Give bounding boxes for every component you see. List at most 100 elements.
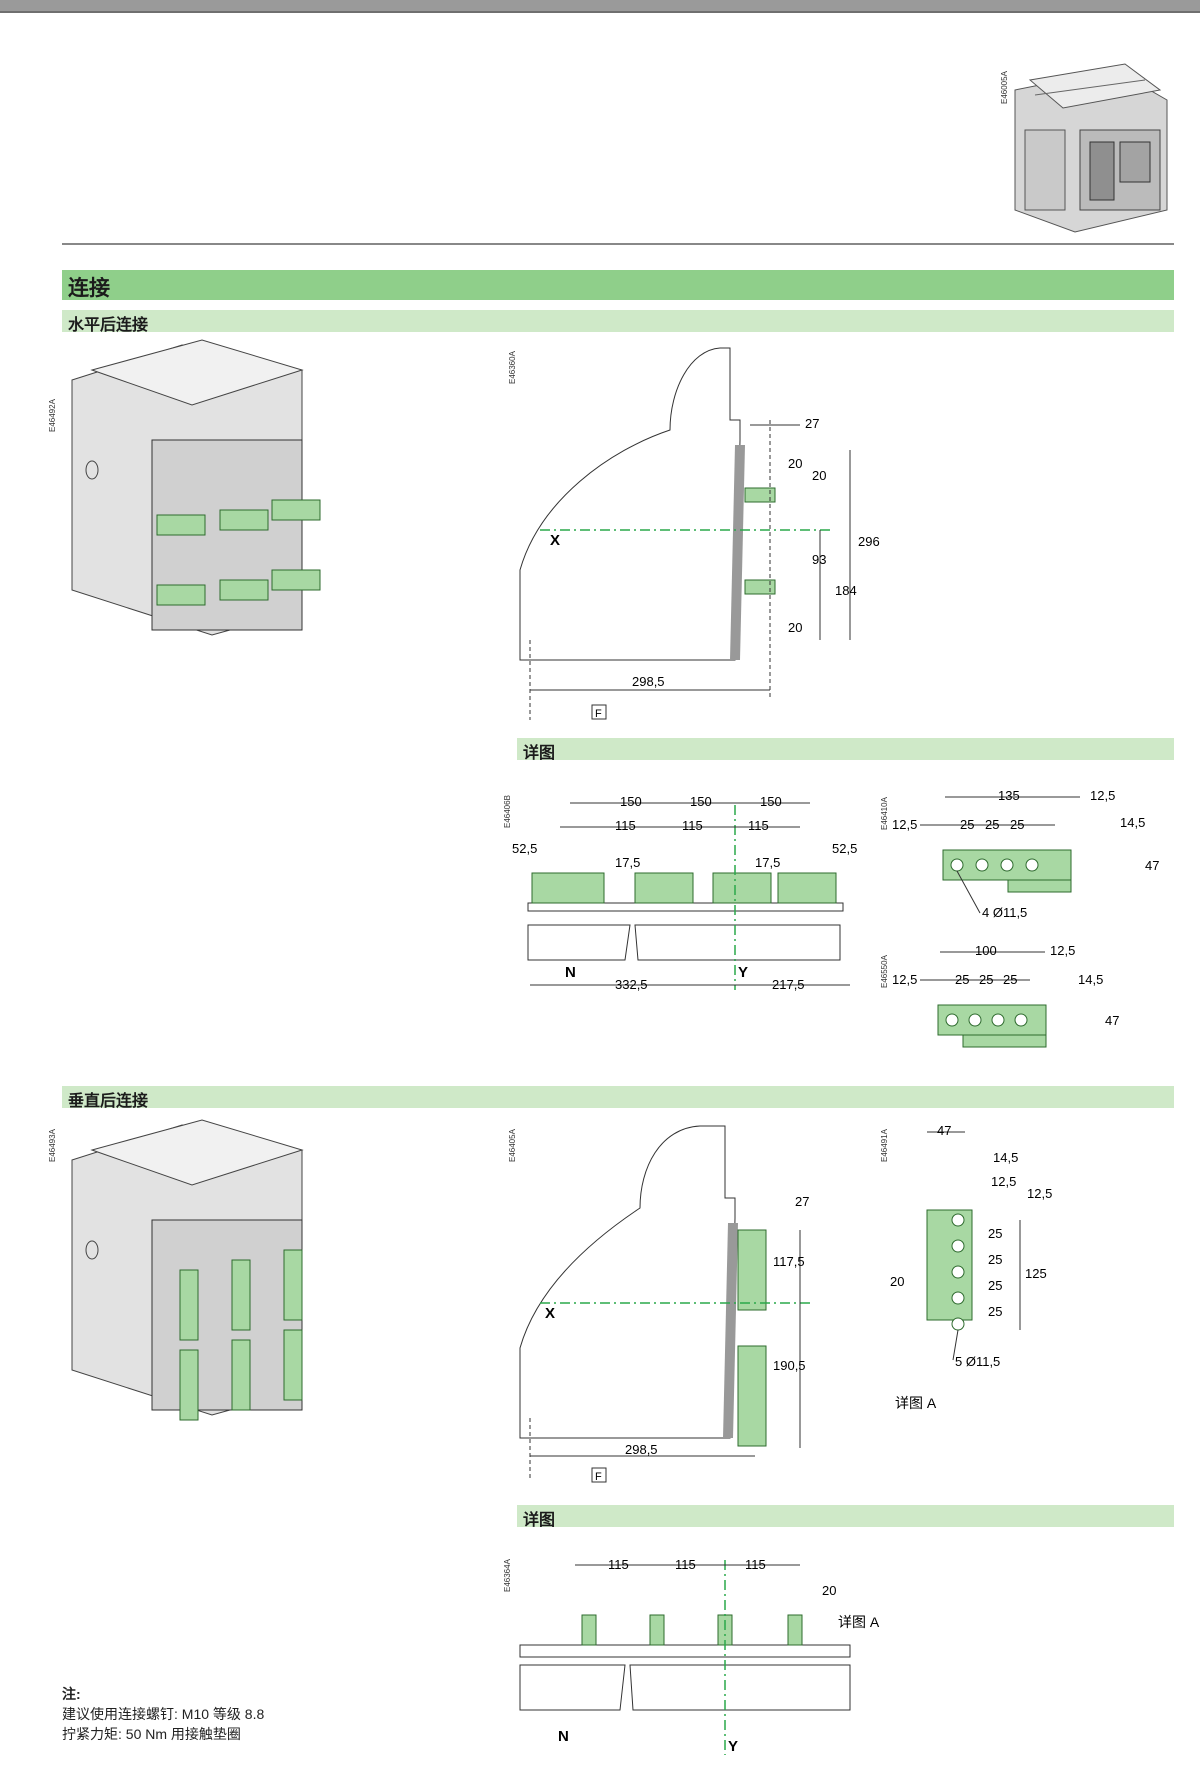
h-detail-52b: 52,5 xyxy=(832,841,857,856)
detA-d47: 47 xyxy=(937,1123,951,1138)
h-detail-332: 332,5 xyxy=(615,977,648,992)
v-side-dim-190: 190,5 xyxy=(773,1358,806,1373)
detA-d145: 14,5 xyxy=(993,1150,1018,1165)
section-connections-title: 连接 xyxy=(68,277,110,300)
detA-d125a: 12,5 xyxy=(991,1174,1016,1189)
h-side-dim-20b: 20 xyxy=(812,468,826,483)
detA-d25a: 25 xyxy=(988,1226,1002,1241)
detail-heading-vertical-label: 详图 xyxy=(523,1512,556,1529)
section-vertical: 垂直后连接 xyxy=(62,1086,1174,1110)
vertical-detail-front: 115 115 115 20 详图 A N Y xyxy=(519,1557,880,1755)
detA-d20: 20 xyxy=(890,1274,904,1289)
section-horizontal-title: 水平后连接 xyxy=(68,317,149,334)
image-code-v-detail: E46364A xyxy=(503,1559,512,1592)
bar3-d25a: 25 xyxy=(955,972,969,987)
bar4-d135: 135 xyxy=(998,788,1020,803)
v-detail-n-label: N xyxy=(558,1728,569,1745)
detail-heading-horizontal-label: 详图 xyxy=(523,745,556,762)
v-side-dim-117: 117,5 xyxy=(773,1254,805,1269)
image-code-v-detA: E46491A xyxy=(880,1129,889,1162)
v-side-x-label: X xyxy=(545,1305,555,1322)
vertical-side-view: X 27 117,5 190,5 298,5 F xyxy=(519,1125,810,1483)
note-title: 注: xyxy=(62,1686,81,1702)
h-detail-y-label: Y xyxy=(738,964,748,981)
image-code-h-iso: E46492A xyxy=(48,399,57,432)
vertical-breaker-isometric xyxy=(71,1119,304,1421)
header-rule xyxy=(62,243,1174,245)
section-vertical-title: 垂直后连接 xyxy=(68,1093,149,1110)
detA-d25b: 25 xyxy=(988,1252,1002,1267)
image-code-h-detail: E46406B xyxy=(503,795,512,828)
bar3-d25b: 25 xyxy=(979,972,993,987)
detA-d25d: 25 xyxy=(988,1304,1002,1319)
breaker-hero-image xyxy=(1014,63,1168,233)
h-side-dim-20a: 20 xyxy=(788,456,802,471)
bar4-d47: 47 xyxy=(1145,858,1159,873)
h-detail-115a: 115 xyxy=(615,818,636,833)
bar4-d125b: 12,5 xyxy=(892,817,917,832)
detail-heading-horizontal: 详图 xyxy=(517,738,1174,762)
h-side-x-label: X xyxy=(550,532,560,549)
h-detail-n-label: N xyxy=(565,964,576,981)
image-code-v-side: E46405A xyxy=(508,1129,517,1162)
horizontal-breaker-isometric xyxy=(71,339,321,636)
v-side-f-label: F xyxy=(595,1471,602,1483)
h-detail-150b: 150 xyxy=(690,794,712,809)
section-horizontal: 水平后连接 xyxy=(62,310,1174,334)
h-detail-17b: 17,5 xyxy=(755,855,780,870)
bar4-d25c: 25 xyxy=(1010,817,1024,832)
h-side-dim-184: 184 xyxy=(835,583,857,598)
image-code-hero: E46005A xyxy=(1000,71,1009,104)
top-bar xyxy=(0,0,1200,13)
h-side-dim-93: 93 xyxy=(812,552,826,567)
note-line-1: 建议使用连接螺钉: M10 等级 8.8 xyxy=(62,1706,265,1722)
v-side-dim-298: 298,5 xyxy=(625,1442,658,1457)
h-side-dim-20c: 20 xyxy=(788,620,802,635)
bar3-d125: 12,5 xyxy=(1050,943,1075,958)
note-line-2: 拧紧力矩: 50 Nm 用接触垫圈 xyxy=(62,1726,241,1742)
bar3-d25c: 25 xyxy=(1003,972,1017,987)
bar3-d100: 100 xyxy=(975,943,997,958)
bar3-d145: 14,5 xyxy=(1078,972,1103,987)
h-side-f-label: F xyxy=(595,708,602,720)
h-detail-217: 217,5 xyxy=(772,977,805,992)
section-connections: 连接 xyxy=(62,270,1174,300)
detA-holes: 5 Ø11,5 xyxy=(955,1354,1000,1369)
horizontal-busbar-3-holes: 100 12,5 12,5 14,5 47 25 25 25 xyxy=(892,943,1119,1048)
image-code-h-bar3: E46550A xyxy=(880,955,889,988)
vertical-detail-a: 47 14,5 12,5 12,5 20 25 25 25 25 125 5 Ø… xyxy=(890,1123,1052,1411)
bar4-d25b: 25 xyxy=(985,817,999,832)
v-detail-115a: 115 xyxy=(608,1557,629,1572)
v-detail-115c: 115 xyxy=(745,1557,766,1572)
detA-d125: 125 xyxy=(1025,1266,1047,1281)
h-side-dim-298: 298,5 xyxy=(632,674,665,689)
v-detail-115b: 115 xyxy=(675,1557,696,1572)
horizontal-side-view: X 27 20 20 93 296 184 20 298,5 F xyxy=(519,347,880,720)
image-code-h-side: E46360A xyxy=(508,351,517,384)
bar4-holes: 4 Ø11,5 xyxy=(982,905,1027,920)
image-code-v-iso: E46493A xyxy=(48,1129,57,1162)
bar4-d125: 12,5 xyxy=(1090,788,1115,803)
bar3-d125b: 12,5 xyxy=(892,972,917,987)
detA-d125b: 12,5 xyxy=(1027,1186,1052,1201)
bar3-d47: 47 xyxy=(1105,1013,1119,1028)
note-block: 注: 建议使用连接螺钉: M10 等级 8.8 拧紧力矩: 50 Nm 用接触垫… xyxy=(62,1684,264,1744)
v-detail-20: 20 xyxy=(822,1583,836,1598)
v-detail-a-label: 详图 A xyxy=(838,1614,880,1630)
detA-d25c: 25 xyxy=(988,1278,1002,1293)
h-side-dim-296: 296 xyxy=(858,534,880,549)
bar4-d25a: 25 xyxy=(960,817,974,832)
bar4-d145: 14,5 xyxy=(1120,815,1145,830)
h-side-dim-27: 27 xyxy=(805,416,819,431)
v-detail-y-label: Y xyxy=(728,1738,738,1755)
h-detail-17a: 17,5 xyxy=(615,855,640,870)
detail-heading-vertical: 详图 xyxy=(517,1505,1174,1529)
detA-caption: 详图 A xyxy=(895,1395,937,1411)
horizontal-detail-front: 150 150 150 115 115 115 52,5 52,5 17,5 1… xyxy=(512,794,857,992)
h-detail-52a: 52,5 xyxy=(512,841,537,856)
horizontal-busbar-4-holes: 135 12,5 12,5 14,5 47 25 25 25 4 Ø11,5 xyxy=(892,788,1159,920)
h-detail-115b: 115 xyxy=(682,818,703,833)
h-detail-150a: 150 xyxy=(620,794,642,809)
h-detail-150c: 150 xyxy=(760,794,782,809)
image-code-h-bar4: E46410A xyxy=(880,797,889,830)
